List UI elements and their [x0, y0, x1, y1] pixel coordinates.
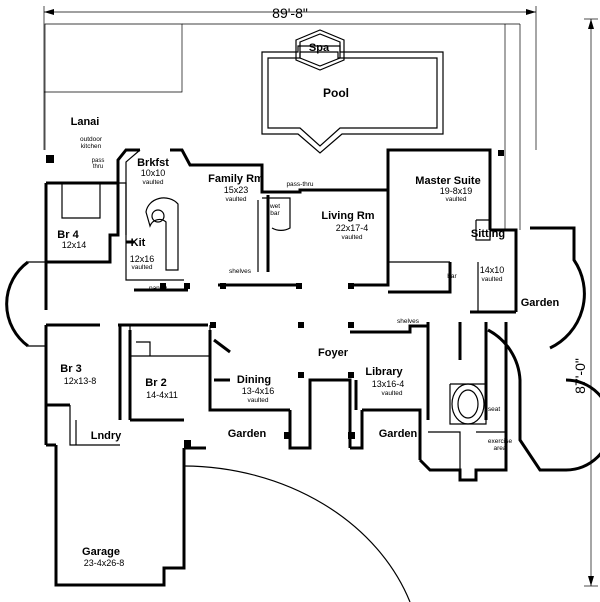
columns: [46, 150, 504, 447]
depth-dimension: 87'-0": [572, 358, 588, 394]
brkfst-name: Brkfst: [137, 157, 169, 169]
br2-size: 14-4x11: [146, 390, 178, 400]
library-note: vaulted: [382, 390, 403, 397]
outdoor-kitchen-label-1: outdoor: [80, 136, 103, 143]
dining-note: vaulted: [248, 397, 269, 404]
wet-bar-label-2: bar: [270, 210, 280, 217]
foyer-name: Foyer: [318, 347, 349, 359]
br4-name: Br 4: [57, 229, 79, 241]
pool: [261, 29, 444, 154]
pass-thru-label: pass-thru: [286, 181, 313, 188]
outdoor-kitchen-label-2: kitchen: [81, 143, 102, 150]
bay-bumpouts: [5, 226, 600, 472]
shelves-right-label: shelves: [397, 318, 420, 325]
exercise-label-2: area: [493, 445, 506, 452]
master-size: 19-8x19: [440, 186, 473, 196]
kitchen-sink: [151, 209, 165, 223]
exercise-label-1: exercise: [488, 438, 513, 445]
lanai-outline: [44, 23, 521, 230]
shelves-left-label: shelves: [229, 268, 252, 275]
pass-thru-kitchen-label-1: pass: [92, 158, 105, 164]
pantry-label: pantry: [149, 285, 168, 292]
br3-size: 12x13-8: [64, 376, 97, 386]
seat-label: seat: [488, 406, 500, 413]
garden-front-left-label: Garden: [228, 428, 267, 440]
dimension-lines: [43, 6, 598, 587]
garage-name: Garage: [82, 546, 120, 558]
pass-thru-kitchen-label-2: thru: [93, 164, 103, 170]
kit-name: Kit: [131, 237, 146, 249]
sitting-size: 14x10: [480, 265, 505, 275]
garden-right-label: Garden: [521, 297, 560, 309]
kit-note: vaulted: [132, 264, 153, 271]
sitting-name: Sitting: [471, 228, 505, 240]
wet-bar-label-1: wet: [269, 203, 280, 210]
br4-size: 12x14: [62, 240, 87, 250]
spa-label: Spa: [309, 42, 330, 54]
exterior-walls: [44, 148, 518, 587]
family-size: 15x23: [224, 185, 249, 195]
library-name: Library: [365, 366, 403, 378]
br2-name: Br 2: [145, 377, 166, 389]
dining-name: Dining: [237, 374, 271, 386]
lndry-name: Lndry: [91, 430, 122, 442]
pool-label: Pool: [323, 86, 349, 100]
family-name: Family Rm: [208, 173, 264, 185]
brkfst-size: 10x10: [141, 168, 166, 178]
master-note: vaulted: [446, 196, 467, 203]
lanai-label: Lanai: [71, 116, 100, 128]
interior-walls: [46, 149, 516, 470]
kit-size: 12x16: [130, 254, 155, 264]
library-size: 13x16-4: [372, 379, 405, 389]
garden-front-right-label: Garden: [379, 428, 418, 440]
bar-label: bar: [447, 273, 457, 280]
dining-size: 13-4x16: [242, 386, 275, 396]
brkfst-note: vaulted: [143, 179, 164, 186]
br3-name: Br 3: [60, 363, 81, 375]
master-name: Master Suite: [415, 175, 480, 187]
garage-size: 23-4x26-8: [84, 558, 125, 568]
driveway-arc: [183, 465, 411, 602]
sitting-note: vaulted: [482, 276, 503, 283]
living-size: 22x17-4: [336, 223, 369, 233]
width-dimension: 89'-8": [272, 5, 308, 21]
family-note: vaulted: [226, 196, 247, 203]
living-note: vaulted: [342, 234, 363, 241]
living-name: Living Rm: [321, 210, 374, 222]
